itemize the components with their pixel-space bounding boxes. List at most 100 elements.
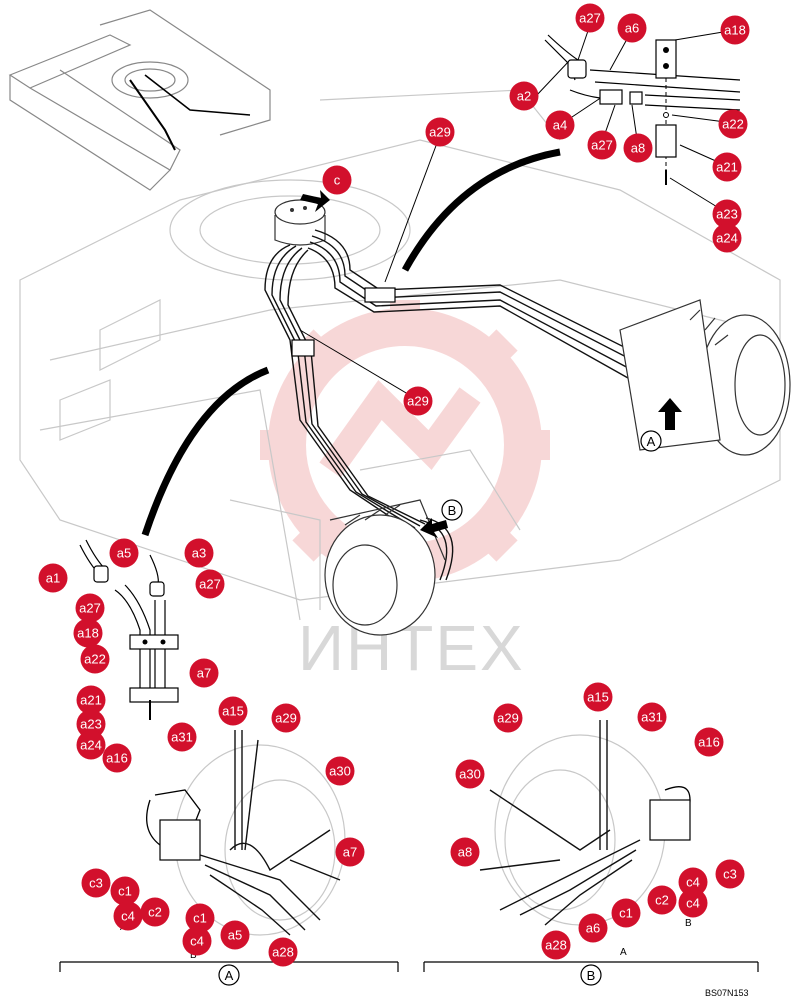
- callout-label: a27: [199, 577, 221, 592]
- callout-bubble: [271, 703, 301, 733]
- callout-label: c4: [190, 934, 204, 949]
- callout-top-a21: a21: [712, 152, 742, 182]
- small-label-b-right: B: [685, 918, 692, 929]
- callout-bubble: [75, 593, 105, 623]
- callout-bubble: [76, 730, 106, 760]
- callout-main-a29-mid: a29: [403, 386, 433, 416]
- callout-label: a1: [46, 571, 60, 586]
- callout-va-a28: a28: [268, 937, 298, 967]
- callout-label: a23: [80, 717, 102, 732]
- callout-label: a7: [197, 666, 211, 681]
- callout-bubble: [587, 130, 617, 160]
- callout-label: a18: [77, 626, 99, 641]
- callout-top-a4: a4: [545, 110, 575, 140]
- travel-motor-b: [324, 499, 446, 636]
- callout-va-a5: a5: [220, 920, 250, 950]
- callout-top-a6: a6: [617, 13, 647, 43]
- callout-bubble: [220, 920, 250, 950]
- callout-label: a18: [724, 23, 746, 38]
- callout-bubble: [712, 223, 742, 253]
- svg-text:B: B: [587, 968, 596, 983]
- callout-left-a1: a1: [38, 563, 68, 593]
- callout-bubble: [715, 859, 745, 889]
- callout-label: a27: [591, 138, 613, 153]
- callout-vb-a15: a15: [583, 682, 613, 712]
- callout-bubble: [623, 133, 653, 163]
- callout-bubble: [325, 756, 355, 786]
- callout-top-a8: a8: [623, 133, 653, 163]
- callout-bubble: [113, 901, 143, 931]
- main-hose-bundle: [264, 229, 691, 581]
- callout-bubble: [455, 759, 485, 789]
- callout-va-c3: c3: [81, 868, 111, 898]
- callout-label: a27: [579, 11, 601, 26]
- swivel-joint: [274, 199, 326, 246]
- callout-label: a21: [80, 693, 102, 708]
- callout-label: c2: [655, 893, 669, 908]
- callout-vb-c4b: c4: [678, 888, 708, 918]
- callout-bubble: [647, 885, 677, 915]
- callout-bubble: [268, 937, 298, 967]
- svg-text:A: A: [647, 434, 656, 449]
- callout-bubble: [678, 888, 708, 918]
- callout-bubble: [185, 903, 215, 933]
- callout-bubble: [73, 618, 103, 648]
- callout-bubble: [575, 3, 605, 33]
- undercarriage-thumbnail: [8, 9, 271, 191]
- arrow-b: [420, 518, 448, 538]
- callout-left-a27: a27: [195, 569, 225, 599]
- callout-label: a28: [272, 945, 294, 960]
- callout-va-c1: c1: [110, 876, 140, 906]
- callout-va-c4: c4: [113, 901, 143, 931]
- callout-left-a18: a18: [73, 618, 103, 648]
- callout-top-a18: a18: [720, 15, 750, 45]
- callout-bubble: [335, 837, 365, 867]
- callout-bubble: [611, 898, 641, 928]
- small-label-b-left: B: [190, 950, 197, 961]
- callout-label: a24: [716, 231, 738, 246]
- callout-label: a5: [117, 546, 131, 561]
- callout-left-a21: a21: [76, 685, 106, 715]
- callout-label: c1: [619, 906, 633, 921]
- callout-bubble: [38, 563, 68, 593]
- callout-bubble: [425, 117, 455, 147]
- callout-bubble: [140, 897, 170, 927]
- callout-label: c4: [121, 909, 135, 924]
- callout-bubble: [718, 109, 748, 139]
- callout-label: a8: [631, 141, 645, 156]
- callout-bubble: [541, 930, 571, 960]
- callout-vb-a8: a8: [450, 837, 480, 867]
- callout-label: a4: [553, 118, 567, 133]
- callout-label: a29: [275, 711, 297, 726]
- callout-top-a23: a23: [712, 199, 742, 229]
- arrow-a: [658, 398, 682, 430]
- callout-bubble: [81, 868, 111, 898]
- callout-vb-a28: a28: [541, 930, 571, 960]
- callout-label: a6: [625, 21, 639, 36]
- callout-label: c1: [118, 884, 132, 899]
- callout-label: c3: [89, 876, 103, 891]
- callout-label: a22: [722, 117, 744, 132]
- callout-va-c2: c2: [140, 897, 170, 927]
- callout-vb-a16: a16: [694, 727, 724, 757]
- callout-bubble: [182, 926, 212, 956]
- callout-main-a29-top: a29: [425, 117, 455, 147]
- callout-bubble: [80, 644, 110, 674]
- callout-vb-a6: a6: [578, 913, 608, 943]
- callout-left-a3: a3: [184, 538, 214, 568]
- callout-label: a31: [641, 710, 663, 725]
- callout-bubble: [403, 386, 433, 416]
- callout-va-a31: a31: [167, 722, 197, 752]
- callout-va-a29: a29: [271, 703, 301, 733]
- callout-bubble: [578, 913, 608, 943]
- callout-bubble: [76, 685, 106, 715]
- callout-bubble: [109, 538, 139, 568]
- view-marker-b-bottom: B: [580, 964, 602, 986]
- callout-top-a2: a2: [509, 81, 539, 111]
- view-marker-a-bottom: A: [218, 964, 240, 986]
- callout-bubble: [509, 81, 539, 111]
- leader-to-left-detail: [141, 366, 270, 537]
- callout-bubble: [450, 837, 480, 867]
